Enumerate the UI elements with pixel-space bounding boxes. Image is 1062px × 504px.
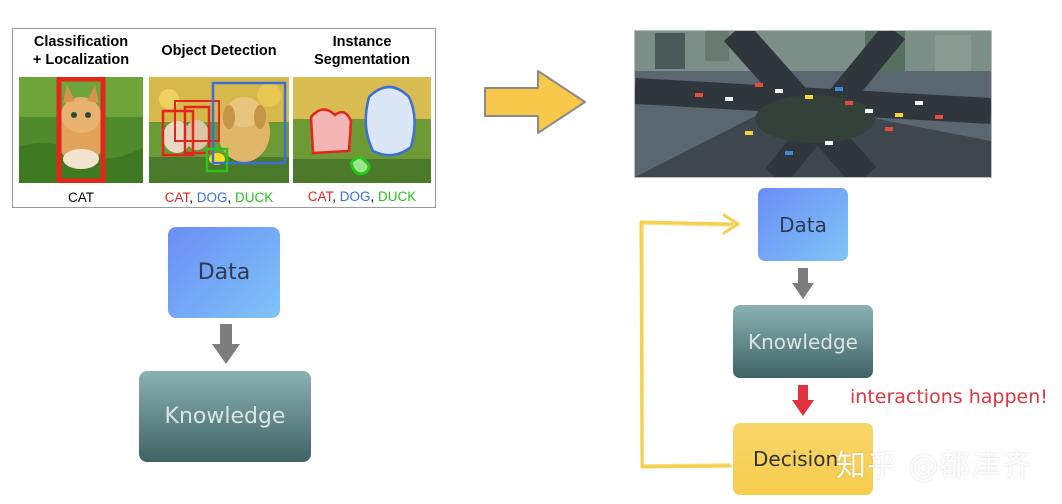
detection-image (149, 77, 289, 183)
cat-image (19, 77, 143, 183)
label-separator: , (370, 189, 379, 204)
dog-label: DOG (339, 189, 371, 204)
detection-labels: CAT, DOG, DUCK (149, 190, 289, 205)
right-data-label: Data (779, 212, 827, 237)
right-decision-box: Decision (733, 423, 873, 495)
label-separator: , (189, 190, 197, 205)
vision-tasks-panel: Classification + Localization Object Det… (12, 28, 436, 208)
right-red-down-arrow (792, 385, 814, 416)
cat-label: CAT (164, 190, 190, 205)
left-data-box: Data (168, 227, 280, 318)
left-data-label: Data (197, 260, 251, 285)
right-decision-label: Decision (753, 447, 839, 471)
interaction-note: interactions happen! (850, 386, 1048, 408)
feedback-loop-arrow (639, 213, 740, 469)
zhihu-watermark: 知乎 @都津齐 (836, 449, 1033, 484)
left-down-arrow (212, 324, 240, 364)
duck-label: DUCK (235, 190, 274, 205)
right-data-box: Data (758, 188, 848, 261)
left-knowledge-box: Knowledge (139, 371, 311, 462)
object-detection-title: Object Detection (161, 43, 277, 59)
classification-title: Classification + Localization (32, 34, 130, 68)
segmentation-labels: CAT, DOG, DUCK (291, 189, 433, 204)
segmentation-image (293, 77, 431, 183)
duck-label: DUCK (378, 189, 417, 204)
label-separator: , (227, 190, 236, 205)
instance-segmentation-title: Instance Segmentation (314, 34, 410, 68)
left-knowledge-label: Knowledge (164, 404, 286, 429)
label-separator: , (332, 189, 340, 204)
right-knowledge-label: Knowledge (748, 329, 858, 354)
right-knowledge-box: Knowledge (733, 305, 873, 378)
cat-label: CAT (307, 189, 333, 204)
transition-arrow (484, 70, 586, 134)
dog-label: DOG (196, 190, 228, 205)
traffic-intersection-image (634, 30, 992, 178)
classification-label: CAT (68, 190, 94, 205)
right-gray-down-arrow (792, 268, 814, 299)
